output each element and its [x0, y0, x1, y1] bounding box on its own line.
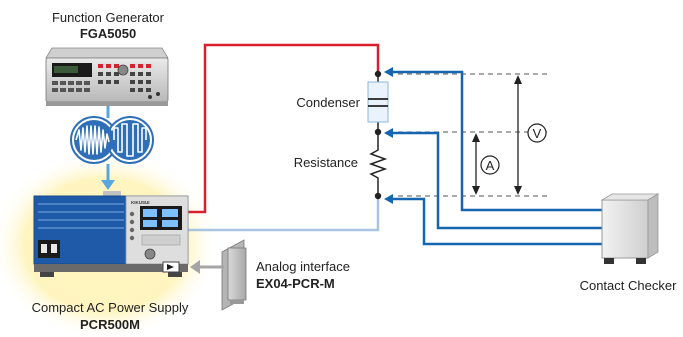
- resistor-symbol: [368, 146, 388, 180]
- waveform-to-psu-arrowhead: [101, 180, 115, 190]
- return-wire: [188, 196, 380, 232]
- node-top: [374, 70, 382, 78]
- waveform-icon: [70, 116, 154, 164]
- probe-arrowheads: [384, 67, 393, 204]
- function-generator-device: [45, 47, 169, 106]
- contact-checker-label: Contact Checker: [580, 278, 677, 293]
- analog-interface-title: Analog interface: [256, 259, 350, 274]
- svg-text:V: V: [533, 126, 542, 141]
- function-generator-model: FGA5050: [80, 26, 136, 41]
- power-supply-title: Compact AC Power Supply: [32, 300, 189, 315]
- power-supply-device: KIKUSUI: [33, 191, 189, 277]
- red-supply-wire: [188, 43, 380, 214]
- condenser-label: Condenser: [296, 95, 360, 110]
- node-middle: [374, 128, 382, 136]
- analog-interface-card: [221, 239, 247, 311]
- current-span-arrow: [472, 133, 480, 195]
- condenser-symbol: [367, 81, 389, 123]
- interface-to-psu-arrow: [190, 260, 224, 274]
- power-supply-model: PCR500M: [80, 317, 140, 332]
- resistance-label: Resistance: [294, 155, 358, 170]
- voltage-span-arrow: [514, 75, 522, 195]
- contact-checker-device: [600, 193, 660, 264]
- probe-wires: [388, 70, 602, 246]
- function-generator-title: Function Generator: [52, 10, 165, 25]
- voltage-meter-symbol: V: [527, 123, 547, 143]
- current-meter-symbol: A: [480, 155, 500, 175]
- analog-interface-model: EX04-PCR-M: [256, 276, 335, 291]
- svg-text:A: A: [486, 158, 495, 173]
- power-supply-brand: KIKUSUI: [131, 200, 150, 205]
- node-bottom: [374, 192, 382, 200]
